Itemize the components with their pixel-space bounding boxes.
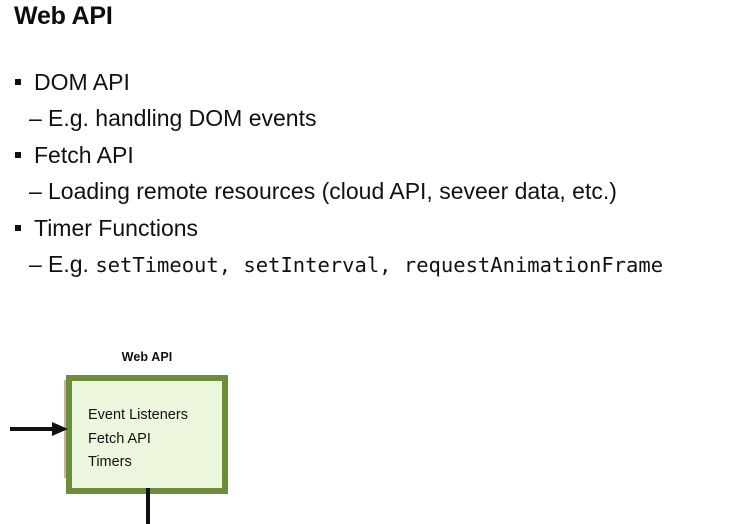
bullet-group-2: Timer Functions – E.g. setTimeout, setIn… bbox=[0, 210, 754, 284]
web-api-box-contents: Event Listeners Fetch API Timers bbox=[88, 404, 188, 475]
bullet-item-dom-api: DOM API bbox=[0, 64, 754, 100]
bullet-list: DOM API – E.g. handling DOM events Fetch… bbox=[0, 64, 754, 284]
bullet-item-timer-functions: Timer Functions bbox=[0, 210, 754, 246]
page-title: Web API bbox=[14, 2, 113, 30]
diagram-box-caption: Web API bbox=[121, 350, 173, 364]
dash-bullet-icon: – bbox=[29, 251, 42, 277]
square-bullet-icon bbox=[15, 152, 21, 158]
sub-bullet-text: E.g. bbox=[48, 251, 96, 277]
sub-bullet-text: E.g. handling DOM events bbox=[48, 105, 317, 131]
sub-bullet-text: Loading remote resources (cloud API, sev… bbox=[48, 178, 617, 204]
bullet-label: Fetch API bbox=[34, 142, 134, 168]
box-line-timers: Timers bbox=[88, 454, 132, 470]
bullet-group-0: DOM API – E.g. handling DOM events bbox=[0, 64, 754, 137]
square-bullet-icon bbox=[15, 79, 21, 85]
web-api-diagram: Web API Event Listeners Fetch API Timers bbox=[0, 340, 754, 524]
bullet-label: DOM API bbox=[34, 69, 130, 95]
bullet-label: Timer Functions bbox=[34, 215, 199, 241]
bullet-group-1: Fetch API – Loading remote resources (cl… bbox=[0, 137, 754, 210]
dash-bullet-icon: – bbox=[29, 105, 42, 131]
incoming-call-arrow-icon bbox=[10, 422, 68, 436]
box-line-event-listeners: Event Listeners bbox=[88, 407, 188, 423]
box-line-fetch-api: Fetch API bbox=[88, 430, 151, 447]
dash-bullet-icon: – bbox=[29, 178, 42, 204]
web-api-box: Event Listeners Fetch API Timers bbox=[66, 375, 228, 494]
sub-bullet-fetch-api-0: – Loading remote resources (cloud API, s… bbox=[0, 173, 754, 210]
sub-bullet-dom-api-0: – E.g. handling DOM events bbox=[0, 100, 754, 137]
square-bullet-icon bbox=[15, 225, 21, 231]
outgoing-callback-line bbox=[146, 488, 150, 524]
bullet-item-fetch-api: Fetch API bbox=[0, 137, 754, 173]
sub-bullet-code: setTimeout, setInterval, requestAnimatio… bbox=[95, 253, 664, 277]
sub-bullet-timer-functions-0: – E.g. setTimeout, setInterval, requestA… bbox=[0, 246, 754, 284]
